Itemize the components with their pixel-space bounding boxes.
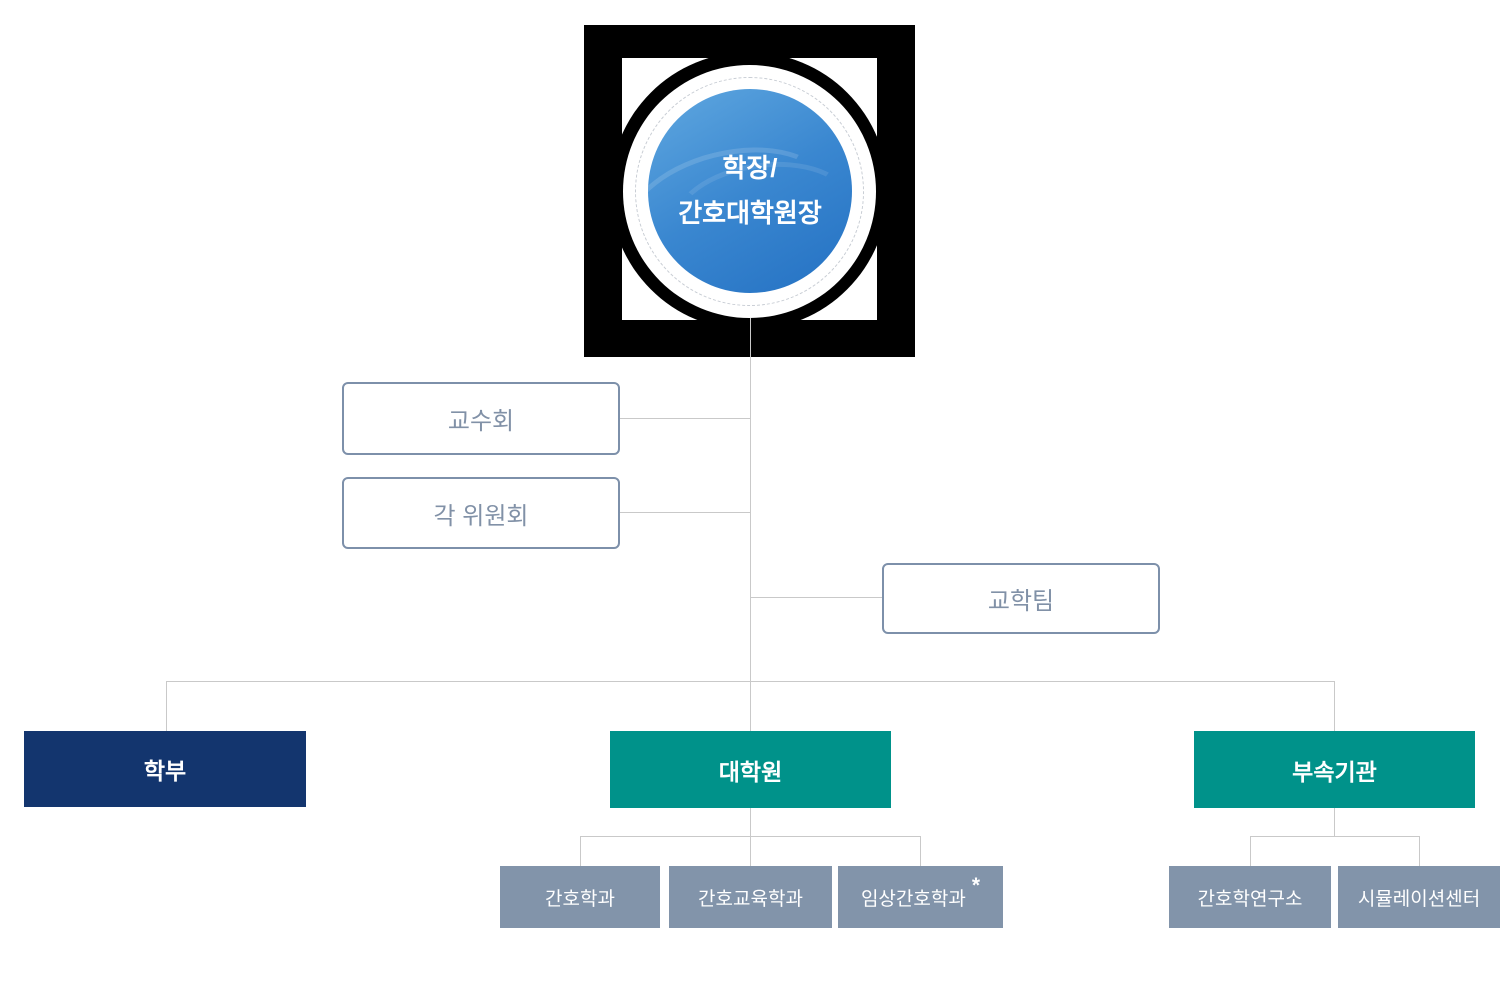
dept-nursing-education-label: 간호교육학과: [698, 888, 803, 910]
dean-circle: 학장/ 간호대학원장: [648, 89, 852, 293]
connector-affiliated-vertical: [1334, 808, 1335, 836]
dean-node: 학장/ 간호대학원장: [584, 25, 915, 357]
undergraduate-label: 학부: [143, 758, 187, 784]
connector-graduate-child-2: [750, 836, 751, 866]
nursing-research-institute-box: 간호학연구소: [1169, 866, 1331, 928]
nursing-research-institute-label: 간호학연구소: [1197, 888, 1303, 910]
connector-graduate-child-3: [920, 836, 921, 866]
committees-label: 각 위원회: [433, 502, 529, 530]
dept-nursing-label: 간호학과: [545, 888, 615, 910]
affiliated-org-label: 부속기관: [1292, 758, 1377, 785]
connector-committees: [619, 512, 750, 513]
academic-affairs-team-label: 교학팀: [987, 588, 1055, 615]
connector-root-vertical: [750, 318, 751, 731]
affiliated-org-box: 부속기관: [1194, 731, 1475, 808]
simulation-center-label: 시뮬레이션센터: [1357, 888, 1481, 910]
connector-affiliated-child-2: [1419, 836, 1420, 866]
graduate-school-label: 대학원: [718, 758, 783, 785]
simulation-center-box: 시뮬레이션센터: [1338, 866, 1500, 928]
dean-node-dashed-ring: [635, 77, 864, 306]
dean-title-line2: 간호대학원장: [678, 198, 822, 228]
committees-box: 각 위원회: [342, 477, 620, 549]
dept-clinical-nursing-label: 임상간호학과: [860, 888, 966, 910]
connector-faculty-council: [619, 418, 750, 419]
connector-affiliated-horizontal: [1250, 836, 1420, 837]
connector-graduate-vertical: [750, 808, 751, 836]
dean-title-line1: 학장/: [722, 153, 778, 183]
undergraduate-box: 학부: [24, 731, 306, 807]
connector-undergrad-drop: [166, 681, 167, 731]
graduate-school-box: 대학원: [610, 731, 891, 808]
asterisk-mark: *: [971, 874, 981, 897]
connector-graduate-child-1: [580, 836, 581, 866]
connector-affiliated-drop: [1334, 681, 1335, 731]
dept-nursing-education-box: 간호교육학과: [669, 866, 832, 928]
dept-clinical-nursing-box: 임상간호학과 *: [838, 866, 1003, 928]
connector-academic-team: [750, 597, 883, 598]
connector-affiliated-child-1: [1250, 836, 1251, 866]
academic-affairs-team-box: 교학팀: [882, 563, 1160, 634]
dept-nursing-box: 간호학과: [500, 866, 660, 928]
faculty-council-box: 교수회: [342, 382, 620, 455]
faculty-council-label: 교수회: [447, 408, 515, 435]
